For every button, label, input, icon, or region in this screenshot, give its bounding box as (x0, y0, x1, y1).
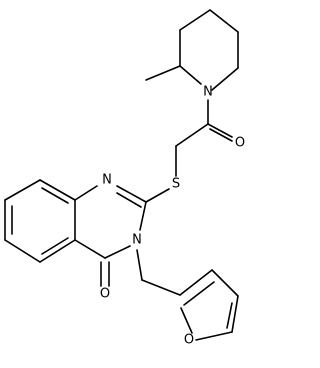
atom-label-o-furan: O (184, 333, 194, 348)
atom-label-n-ring-1: N (102, 173, 112, 188)
atom-label-n-ring-3: N (132, 233, 142, 248)
methylene-bond (136, 249, 143, 281)
thioether-bond (145, 188, 170, 203)
atom-label-o-ring-carbonyl: O (100, 287, 110, 302)
methyl-bond (145, 65, 181, 81)
amide-group (175, 99, 233, 177)
atom-label-n-piperidine: N (203, 85, 213, 100)
quinazolinone-core (74, 185, 147, 287)
piperidine-ring (179, 9, 239, 91)
furan-ring (141, 269, 239, 341)
benzo-ring (4, 179, 76, 263)
atom-label-s-thioether: S (172, 177, 180, 192)
molecule-structure-drawing: N O S N N O O (4, 9, 245, 348)
atom-label-o-amide: O (235, 136, 245, 151)
